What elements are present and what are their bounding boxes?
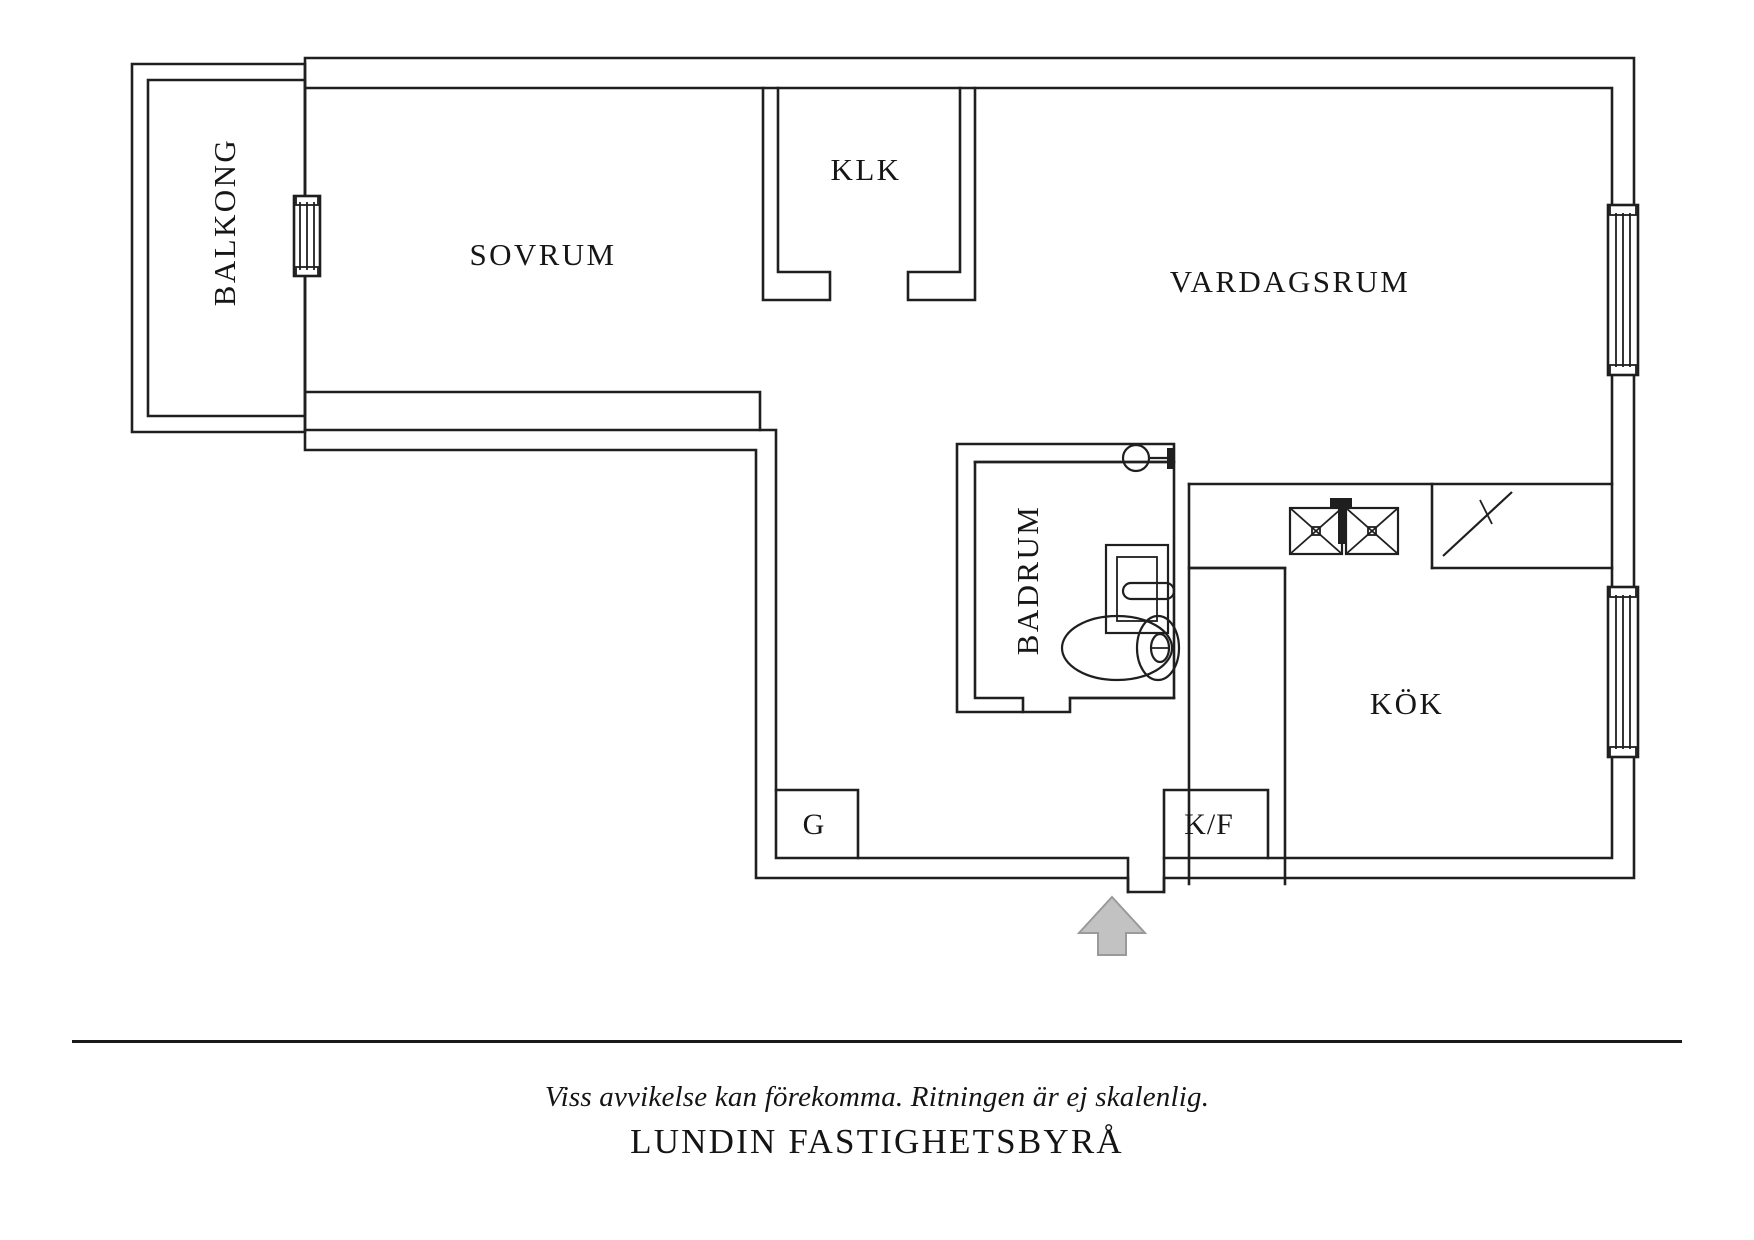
room-label-kok: KÖK <box>1370 686 1444 721</box>
footer-brand-name: LUNDIN FASTIGHETSBYRÅ <box>630 1122 1124 1161</box>
footer-disclaimer: Viss avvikelse kan förekomma. Ritningen … <box>544 1081 1210 1113</box>
room-label-badrum: BADRUM <box>1010 505 1045 655</box>
footer: Viss avvikelse kan förekomma. Ritningen … <box>0 1040 1754 1162</box>
entrance-arrow <box>1076 895 1148 956</box>
closet-label-kf: K/F <box>1184 808 1234 841</box>
closet-label-g: G <box>803 808 826 841</box>
apartment-outer-walls <box>303 56 1636 894</box>
bathroom-toilet-icon <box>1060 614 1181 682</box>
room-label-sovrum: SOVRUM <box>469 237 616 272</box>
kitchen-window-icon <box>1606 585 1640 759</box>
bathroom-sink-icon <box>1104 543 1176 635</box>
room-label-vardagsrum: VARDAGSRUM <box>1170 264 1411 299</box>
balcony-door-icon <box>292 194 322 278</box>
room-label-klk: KLK <box>831 152 902 187</box>
kitchen-sink-icon <box>1288 498 1400 556</box>
bathroom-walls <box>955 442 1176 714</box>
interior-walls-bedroom <box>303 86 977 432</box>
hall-walls <box>774 788 1270 860</box>
livingroom-window-icon <box>1606 203 1640 377</box>
bathroom-drain-icon <box>1121 443 1174 473</box>
kitchen-stove-icon <box>1442 491 1513 557</box>
footer-divider <box>72 1040 1682 1043</box>
room-label-balkong: BALKONG <box>207 138 242 306</box>
kitchen-counter <box>1187 482 1614 886</box>
